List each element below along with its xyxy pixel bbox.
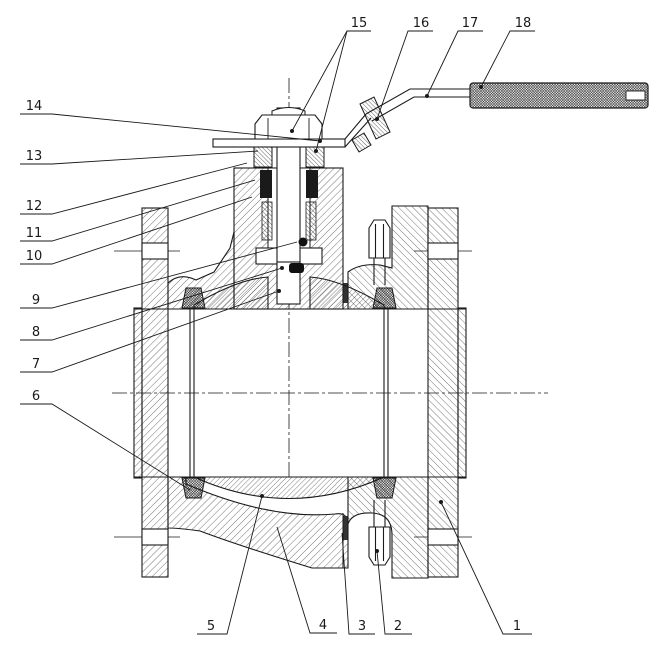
- plate-bend-bottom: [344, 117, 372, 148]
- plate-bend-top: [344, 113, 367, 140]
- left-flange-raised-face: [133, 307, 143, 479]
- callout-label-17: 17: [462, 16, 479, 31]
- ball-bottom-cap: [193, 476, 385, 499]
- seat-bottom-left: [181, 477, 206, 499]
- handle-mounting-plate: [212, 138, 346, 148]
- leader-dot-17: [425, 94, 429, 98]
- callout-dots: [260, 85, 483, 553]
- leader-14: [20, 113, 321, 142]
- leader-4: [276, 526, 337, 634]
- leader-dot-2: [375, 549, 379, 553]
- body-gasket-bottom: [343, 516, 348, 540]
- callout-label-11: 11: [26, 226, 43, 241]
- stem-bushing-right: [305, 201, 317, 241]
- valve-body-right: [347, 205, 467, 579]
- handle: [344, 82, 649, 153]
- seat-bottom-right: [372, 477, 397, 499]
- left-flange: [141, 207, 169, 578]
- callout-label-13: 13: [26, 149, 43, 164]
- leader-15b: [315, 30, 348, 152]
- leader-12: [20, 162, 248, 215]
- gland-left: [253, 146, 273, 168]
- leader-dot-8: [280, 266, 284, 270]
- leader-13: [20, 150, 259, 165]
- callout-label-15: 15: [351, 16, 368, 31]
- stem-oring-upper: [298, 237, 308, 247]
- callout-label-14: 14: [26, 99, 43, 114]
- leader-17: [426, 30, 483, 97]
- stem-assembly: [212, 107, 346, 305]
- callout-label-16: 16: [413, 16, 430, 31]
- ball: [189, 276, 389, 499]
- handle-socket: [359, 96, 391, 140]
- callout-label-8: 8: [32, 325, 40, 340]
- seats: [181, 287, 397, 499]
- right-flange-bolt-hole-top: [427, 242, 459, 260]
- body-bowl-left: [167, 231, 235, 310]
- leader-2: [376, 550, 412, 635]
- leader-dot-15b: [314, 149, 318, 153]
- callout-label-3: 3: [358, 619, 366, 634]
- hex-nut-top: [368, 219, 391, 259]
- leader-8: [20, 267, 283, 341]
- left-flange-bolt-hole-top: [141, 242, 169, 260]
- seat-top-left: [181, 287, 206, 309]
- callout-label-4: 4: [319, 618, 327, 633]
- handle-grip-slot: [625, 90, 646, 101]
- callout-label-2: 2: [394, 619, 402, 634]
- callout-label-9: 9: [32, 293, 40, 308]
- stem-packing-left: [260, 170, 272, 198]
- callout-label-10: 10: [26, 249, 43, 264]
- leader-dot-1: [439, 500, 443, 504]
- leader-dot-15a: [290, 129, 294, 133]
- body-bolt-bottom: [368, 500, 391, 566]
- stem-tip: [271, 107, 306, 116]
- leader-3: [341, 532, 375, 635]
- handle-socket-lower: [351, 132, 372, 153]
- leader-dot-14: [318, 139, 322, 143]
- callout-labels: 1 2 3 4 5 6 7 8 9 10 11 12 13 14 15 16 1…: [26, 16, 532, 634]
- body-joint: [342, 219, 391, 568]
- callout-label-18: 18: [515, 16, 532, 31]
- leader-5: [197, 495, 263, 635]
- callout-label-12: 12: [26, 199, 43, 214]
- hex-nut-bottom: [368, 526, 391, 566]
- stem-bushing-left: [261, 201, 273, 241]
- stem-nut: [254, 114, 323, 140]
- lever-bottom-line: [371, 96, 470, 122]
- right-flange: [427, 207, 459, 578]
- leader-9: [20, 241, 298, 309]
- callout-label-1: 1: [513, 619, 521, 634]
- leader-6: [20, 403, 191, 491]
- left-flange-bolt-hole-bottom: [141, 528, 169, 546]
- lever-top-line: [365, 88, 470, 115]
- leader-1: [440, 501, 532, 635]
- leader-18: [480, 30, 535, 88]
- right-flange-bolt-hole-bottom: [427, 528, 459, 546]
- leader-dot-16: [375, 117, 379, 121]
- leader-16: [376, 30, 433, 120]
- leader-dot-7: [277, 289, 281, 293]
- leader-10: [20, 196, 253, 265]
- leader-11: [20, 179, 256, 242]
- handle-grip: [469, 82, 649, 109]
- leader-dot-5: [260, 494, 264, 498]
- right-flange-raised-face: [457, 307, 467, 479]
- stem-oring-lower: [289, 263, 304, 273]
- body-bolt-top: [368, 219, 391, 285]
- leader-dot-18: [479, 85, 483, 89]
- callout-label-6: 6: [32, 389, 40, 404]
- stem-packing-right: [306, 170, 318, 198]
- seat-top-right: [372, 287, 397, 309]
- leader-7: [20, 290, 280, 373]
- callout-label-5: 5: [207, 619, 215, 634]
- callout-leaders: [20, 30, 535, 635]
- callout-label-7: 7: [32, 357, 40, 372]
